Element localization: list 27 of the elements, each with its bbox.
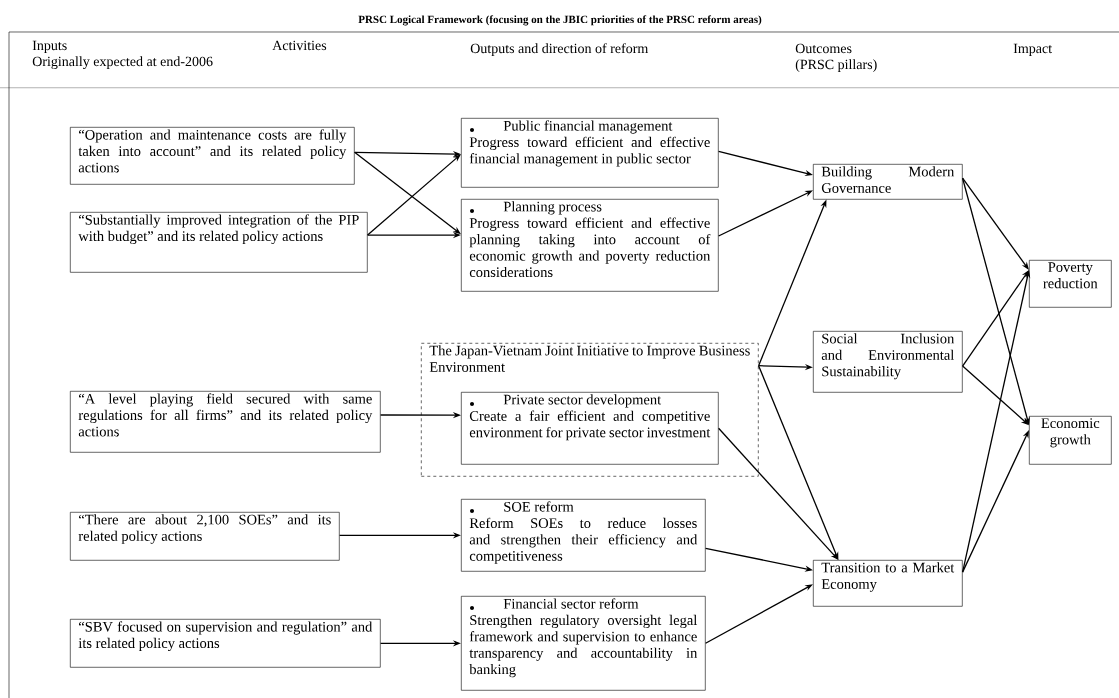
output-box: Planning process Progress toward efficient and effective planning taking into account of economic growth and poverty reduction considerations xyxy=(461,199,719,292)
column-header: Activities xyxy=(272,40,327,51)
column-header: Originally expected at end-2006 xyxy=(32,56,213,69)
column-header: (PRSC pillars) xyxy=(795,59,877,72)
output-box: Public financial management Progress toward efficient and effective financial management in public sector xyxy=(461,118,719,188)
arrow xyxy=(961,270,1029,367)
input-box: “SBV focused on supervision and regulation” and its related policy actions xyxy=(70,619,381,668)
outcome-box: Social Inclusion and Environmental Sustainability xyxy=(813,331,963,393)
column-header: Outcomes xyxy=(795,43,852,54)
column-header: Impact xyxy=(1013,43,1052,56)
column-header: Outputs and direction of reform xyxy=(470,43,649,56)
output-box: SOE reform Reform SOEs to reduce losses and strengthen their efficiency and competitiveness xyxy=(461,499,706,572)
arrow xyxy=(366,154,461,236)
input-box: “There are about 2,100 SOEs” and its related policy actions xyxy=(70,512,340,561)
title: PRSC Logical Framework (focusing on the JBIC priorities of the PRSC reform areas) xyxy=(358,15,762,26)
output-box: Private sector development Create a fair efficient and competitive environment for private sector investment xyxy=(461,392,719,465)
output-box: Financial sector reform Strengthen regulatory oversight legal framework and supervision to enhance transparency and accountability in banking xyxy=(461,596,706,691)
outcome-box: Transition to a Market Economy xyxy=(813,560,963,607)
input-box: “Operation and maintenance costs are fully taken into account” and its related policy actions xyxy=(70,127,355,185)
arrow xyxy=(961,177,1029,270)
input-box: “A level playing field secured with same regulations for all firms” and its related policy actions xyxy=(70,391,381,453)
arrow xyxy=(704,584,813,644)
column-header: Inputs xyxy=(32,40,67,53)
impact-box: Poverty reduction xyxy=(1029,260,1112,308)
impact-box: Economic growth xyxy=(1029,416,1112,465)
outcome-box: Building Modern Governance xyxy=(813,164,963,200)
input-box: “Substantially improved integration of the PIP with budget” and its related policy actions xyxy=(70,212,368,273)
